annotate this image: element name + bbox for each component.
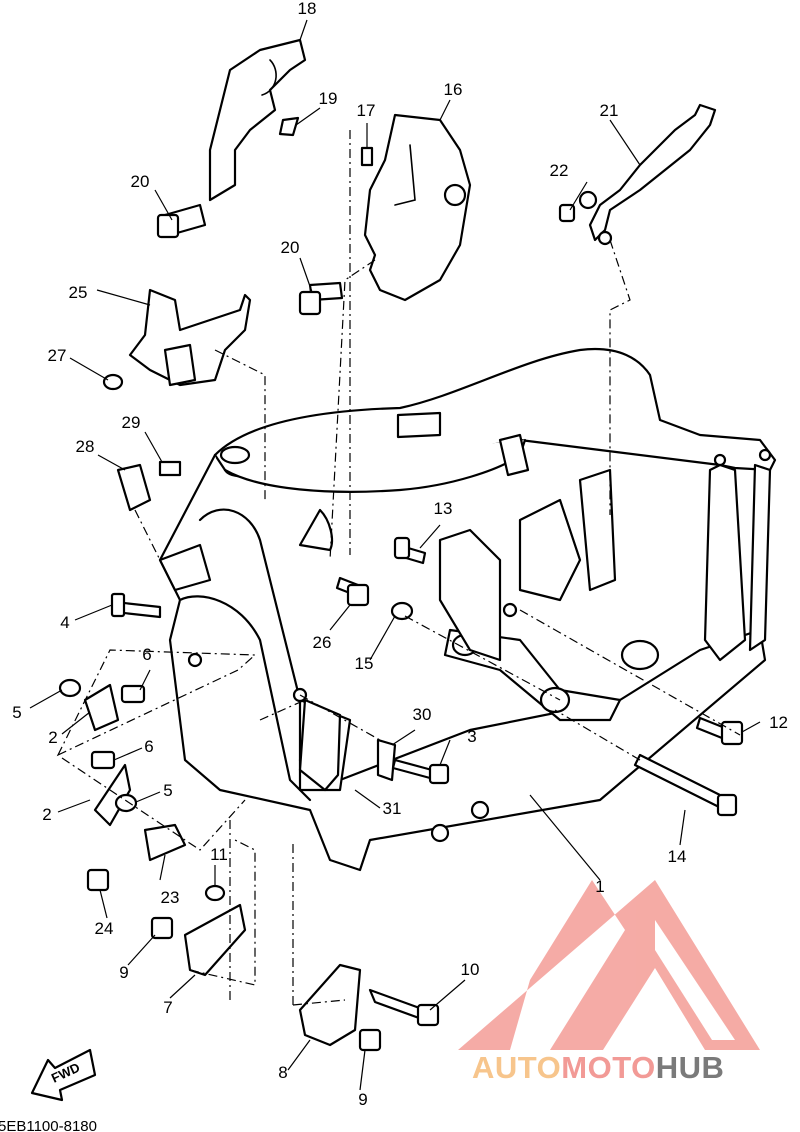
callout-4: 4 xyxy=(60,613,69,632)
callout-19: 19 xyxy=(319,89,338,108)
callout-16: 16 xyxy=(444,80,463,99)
callout-3: 3 xyxy=(467,727,476,746)
watermark-suffix: HUB xyxy=(656,1050,725,1085)
callout-12: 12 xyxy=(769,713,788,732)
callout-5-bottom: 5 xyxy=(163,781,172,800)
watermark-prefix: AUTO xyxy=(472,1050,561,1085)
part-17-label xyxy=(360,146,374,167)
callout-25: 25 xyxy=(69,283,88,302)
hardware xyxy=(58,203,744,1052)
callout-1: 1 xyxy=(595,877,604,896)
diagram-code: 5EB1100-8180 xyxy=(0,1118,97,1132)
callout-28: 28 xyxy=(76,437,95,456)
forward-direction-arrow[interactable]: FWD xyxy=(30,1048,97,1102)
callout-10: 10 xyxy=(461,960,480,979)
callout-5-top: 5 xyxy=(12,703,21,722)
callout-14: 14 xyxy=(668,847,687,866)
callout-20-mid: 20 xyxy=(281,238,300,257)
callout-30: 30 xyxy=(413,705,432,724)
callout-2-bottom: 2 xyxy=(42,805,51,824)
alignment-lines xyxy=(56,130,741,1006)
svg-text:AUTOMOTOHUB: AUTOMOTOHUB xyxy=(472,1050,724,1085)
callout-17: 17 xyxy=(357,101,376,120)
automotohub-logo xyxy=(458,880,760,1050)
callout-29: 29 xyxy=(122,413,141,432)
callout-20-top: 20 xyxy=(131,172,150,191)
part-21-bracket xyxy=(578,103,717,246)
callout-2-top: 2 xyxy=(48,728,57,747)
leader-lines xyxy=(29,19,761,1091)
callout-21: 21 xyxy=(600,101,619,120)
callout-31: 31 xyxy=(383,799,402,818)
callout-7: 7 xyxy=(163,998,172,1017)
main-frame xyxy=(158,347,777,872)
part-18-side-cover xyxy=(208,38,307,202)
callout-6-bottom: 6 xyxy=(144,737,153,756)
callout-18: 18 xyxy=(298,0,317,18)
callout-15: 15 xyxy=(355,654,374,673)
callout-24: 24 xyxy=(95,919,114,938)
watermark-text: AUTOMOTOHUB xyxy=(472,1050,724,1085)
callout-26: 26 xyxy=(313,633,332,652)
callout-8: 8 xyxy=(278,1063,287,1082)
part-19-label xyxy=(278,116,300,137)
callout-numbers: 18 19 17 16 21 22 20 20 25 27 29 28 13 4… xyxy=(12,0,788,1109)
callout-9-left: 9 xyxy=(119,963,128,982)
callout-11: 11 xyxy=(210,845,228,864)
part-16-cover xyxy=(363,113,472,302)
part-25-bracket xyxy=(128,288,252,387)
callout-22: 22 xyxy=(550,161,569,180)
callout-6-top: 6 xyxy=(142,645,151,664)
callout-13: 13 xyxy=(434,499,453,518)
callout-23: 23 xyxy=(161,888,180,907)
watermark-middle: MOTO xyxy=(561,1050,655,1085)
callout-27: 27 xyxy=(48,346,67,365)
callout-9-bottom: 9 xyxy=(358,1090,367,1109)
